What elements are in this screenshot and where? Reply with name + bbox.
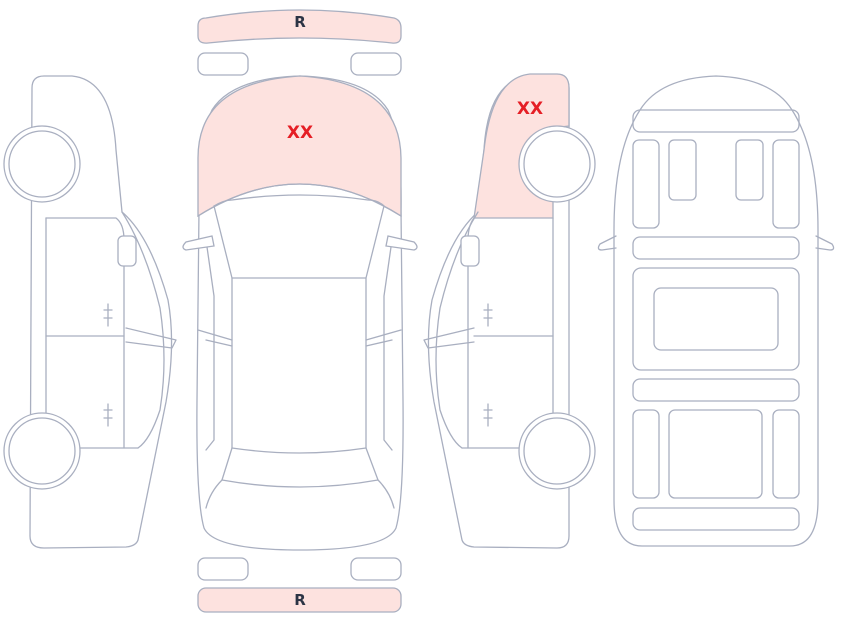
rear-left-panel[interactable] — [632, 409, 660, 499]
left-headlight[interactable] — [197, 52, 249, 76]
front-right-seat[interactable] — [735, 139, 764, 201]
right-mirror[interactable] — [460, 235, 480, 267]
right-rear-wheel[interactable] — [518, 412, 596, 490]
left-taillight[interactable] — [197, 557, 249, 581]
center-bar-1[interactable] — [632, 236, 800, 260]
left-rear-wheel[interactable] — [3, 412, 81, 490]
right-side-view: XX — [423, 73, 596, 549]
right-headlight[interactable] — [350, 52, 402, 76]
dashboard[interactable] — [632, 109, 800, 133]
top-left-mirror[interactable] — [182, 235, 215, 251]
right-fender-label: XX — [517, 99, 543, 119]
trunk-area[interactable] — [668, 409, 763, 499]
roof-panel[interactable] — [653, 287, 779, 351]
front-left-panel[interactable] — [632, 139, 660, 229]
right-taillight[interactable] — [350, 557, 402, 581]
front-bumper[interactable] — [197, 9, 402, 44]
left-side-view — [3, 75, 177, 549]
interior-view — [597, 75, 835, 547]
rear-right-panel[interactable] — [772, 409, 800, 499]
car-body-top[interactable] — [196, 75, 404, 551]
rear-bumper[interactable] — [197, 587, 402, 613]
front-bumper-label: R — [294, 13, 306, 31]
hood-label: XX — [287, 123, 313, 143]
left-front-wheel[interactable] — [3, 125, 81, 203]
right-front-wheel[interactable] — [518, 125, 596, 203]
front-right-panel[interactable] — [772, 139, 800, 229]
left-mirror[interactable] — [117, 235, 137, 267]
top-view: R XX R — [182, 9, 418, 613]
rear-bench[interactable] — [632, 267, 800, 371]
center-bar-2[interactable] — [632, 378, 800, 402]
rear-bar[interactable] — [632, 507, 800, 531]
rear-bumper-label: R — [294, 591, 306, 609]
top-right-mirror[interactable] — [385, 235, 418, 251]
interior-body[interactable] — [613, 75, 819, 547]
front-left-seat[interactable] — [668, 139, 697, 201]
